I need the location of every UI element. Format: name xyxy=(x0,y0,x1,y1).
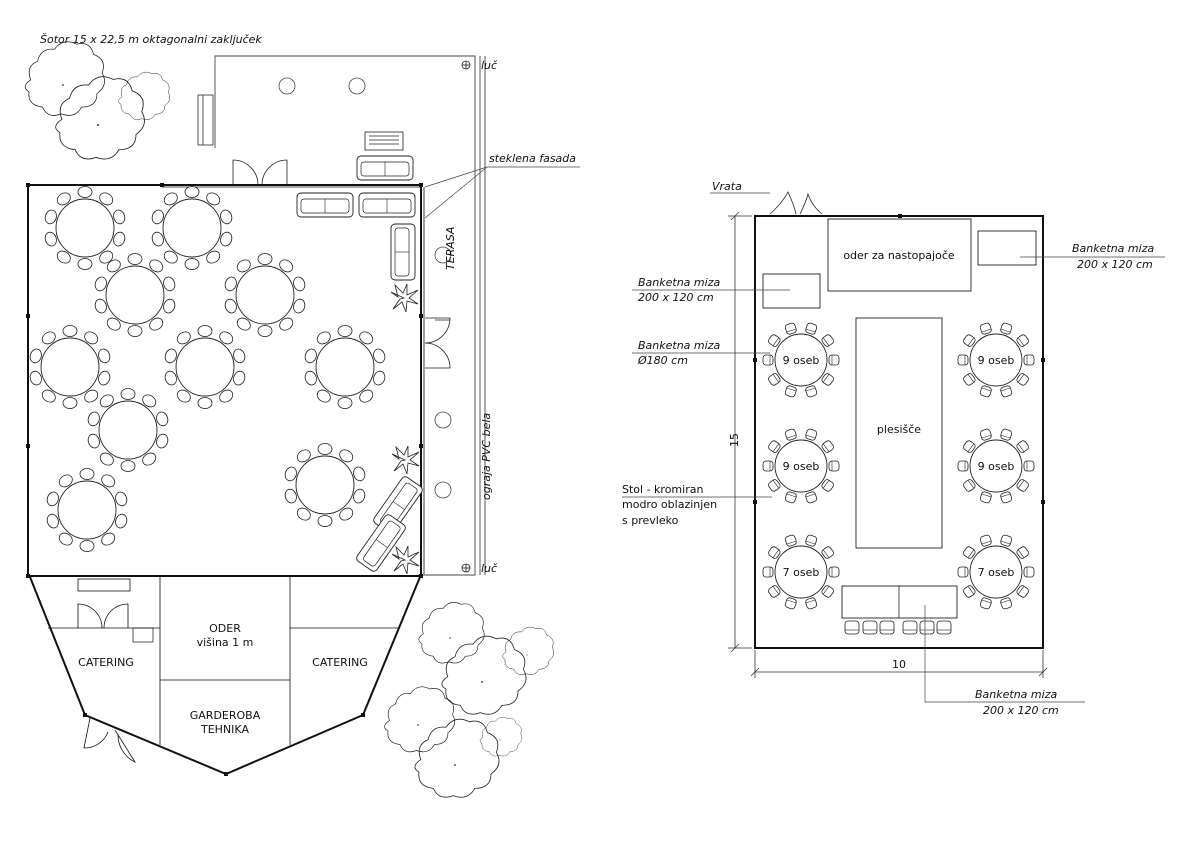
banquet-b-label-1: Banketna miza xyxy=(975,688,1057,701)
round-table-left-6 xyxy=(164,325,246,409)
round-table-right-2: 9 oseb xyxy=(957,321,1035,399)
round-table-left-3 xyxy=(94,253,176,337)
banquet-b-label-2: 200 x 120 cm xyxy=(983,704,1059,717)
chair-label-2: modro oblazinjen xyxy=(622,498,717,511)
dimension-vertical xyxy=(728,211,752,653)
stage-performers-label: oder za nastopajoče xyxy=(843,249,955,262)
round-table-right-label: 7 oseb xyxy=(783,566,820,579)
plant-icon-1 xyxy=(390,283,419,313)
garderoba-label: GARDEROBA xyxy=(190,709,261,722)
terrace-sofa xyxy=(356,155,414,181)
dance-floor-label: plesišče xyxy=(877,423,921,436)
catering-left-label: CATERING xyxy=(78,656,134,669)
banquet-chair-3 xyxy=(879,620,895,635)
leader-banquet-b xyxy=(924,605,1085,703)
round-table-right-6: 7 oseb xyxy=(957,533,1035,611)
round-table-left-2 xyxy=(151,186,233,270)
tree-top-left-3 xyxy=(55,76,145,160)
tree-top-left-1 xyxy=(24,41,105,116)
tent-door-right xyxy=(424,317,451,369)
banquet-tr-label-1: Banketna miza xyxy=(1072,242,1154,255)
oder-label: ODER xyxy=(209,622,241,635)
dimension-horizontal-label: 10 xyxy=(892,658,906,671)
banquet-d-label-1: Banketna miza xyxy=(638,339,720,352)
tree-top-left-2 xyxy=(118,71,171,120)
lamp-icon-bottom xyxy=(461,563,471,573)
tree-bottom-5 xyxy=(479,716,523,757)
lamp-icon-top xyxy=(461,60,471,70)
banquet-table-left xyxy=(762,273,821,309)
round-table-right-label: 7 oseb xyxy=(978,566,1015,579)
plant-icon-3 xyxy=(391,545,420,575)
tree-bottom-2 xyxy=(441,635,527,715)
octagon-posts xyxy=(83,713,365,776)
round-table-right-label: 9 oseb xyxy=(978,460,1015,473)
lounge-sofa-3 xyxy=(390,223,416,281)
tent-posts xyxy=(26,183,423,578)
vrata-label: Vrata xyxy=(712,180,742,193)
round-table-right-label: 9 oseb xyxy=(783,354,820,367)
round-table-left-9 xyxy=(284,443,366,527)
round-table-right-label: 9 oseb xyxy=(978,354,1015,367)
terasa-label: TERASA xyxy=(444,227,457,270)
left-plan-title: Šotor 15 x 22,5 m oktagonalni zaključek xyxy=(40,33,262,46)
terrace-outline xyxy=(197,55,486,576)
facade-leaders xyxy=(424,166,580,219)
ograja-label: ograja PVC bela xyxy=(480,413,493,500)
catering-right-label: CATERING xyxy=(312,656,368,669)
round-table-right-1: 9 oseb xyxy=(762,321,840,399)
round-table-right-4: 9 oseb xyxy=(957,427,1035,505)
right-door xyxy=(769,191,823,215)
terrace-table xyxy=(364,131,404,151)
lamp-label-top: luč xyxy=(481,59,498,72)
banquet-chair-1 xyxy=(844,620,860,635)
banquet-table-top-right xyxy=(977,230,1037,266)
round-table-right-label: 9 oseb xyxy=(783,460,820,473)
banquet-l-label-1: Banketna miza xyxy=(638,276,720,289)
steklena-fasada-label: steklena fasada xyxy=(489,152,576,165)
banquet-chair-5 xyxy=(919,620,935,635)
round-table-left-5 xyxy=(29,325,111,409)
round-table-right-3: 9 oseb xyxy=(762,427,840,505)
tehnika-label: TEHNIKA xyxy=(200,723,249,736)
banquet-chair-2 xyxy=(862,620,878,635)
round-table-right-5: 7 oseb xyxy=(762,533,840,611)
lounge-sofa-2 xyxy=(358,192,416,218)
round-table-left-1 xyxy=(44,186,126,270)
chair-label-1: Stol - kromiran xyxy=(622,483,703,496)
tree-bottom-3 xyxy=(502,626,555,675)
octagon-extension xyxy=(29,576,421,776)
tree-bottom-6 xyxy=(414,718,500,798)
banquet-d-label-2: Ø180 cm xyxy=(637,354,688,367)
banquet-table-bottom xyxy=(841,585,958,619)
tent-door-top xyxy=(232,159,288,186)
dimension-horizontal xyxy=(750,650,1048,678)
terrace-decor-circles xyxy=(278,77,452,499)
chair-label-3: s prevleko xyxy=(622,514,679,527)
lamp-label-bottom: luč xyxy=(481,562,498,575)
round-table-left-4 xyxy=(224,253,306,337)
right-tent-posts xyxy=(753,214,1045,504)
left-round-tables xyxy=(29,186,386,552)
banquet-l-label-2: 200 x 120 cm xyxy=(638,291,714,304)
right-round-tables: 9 oseb 9 oseb 9 oseb 9 oseb 7 oseb 7 oseb xyxy=(762,321,1035,611)
tree-bottom-4 xyxy=(384,686,456,753)
banquet-tr-label-2: 200 x 120 cm xyxy=(1077,258,1153,271)
oder-height-label: višina 1 m xyxy=(197,636,254,649)
dance-floor xyxy=(855,317,943,549)
plant-icon-2 xyxy=(391,445,420,475)
round-table-left-7 xyxy=(304,325,386,409)
lounge-sofa-1 xyxy=(296,192,354,218)
round-table-left-10 xyxy=(46,468,128,552)
banquet-bottom-chairs xyxy=(844,620,952,635)
banquet-chair-4 xyxy=(902,620,918,635)
stage-performers xyxy=(827,218,972,292)
dimension-vertical-label: 15 xyxy=(728,433,741,447)
tree-bottom-1 xyxy=(418,602,485,664)
main-tent xyxy=(27,184,425,577)
banquet-chair-6 xyxy=(936,620,952,635)
round-table-left-8 xyxy=(87,388,169,472)
